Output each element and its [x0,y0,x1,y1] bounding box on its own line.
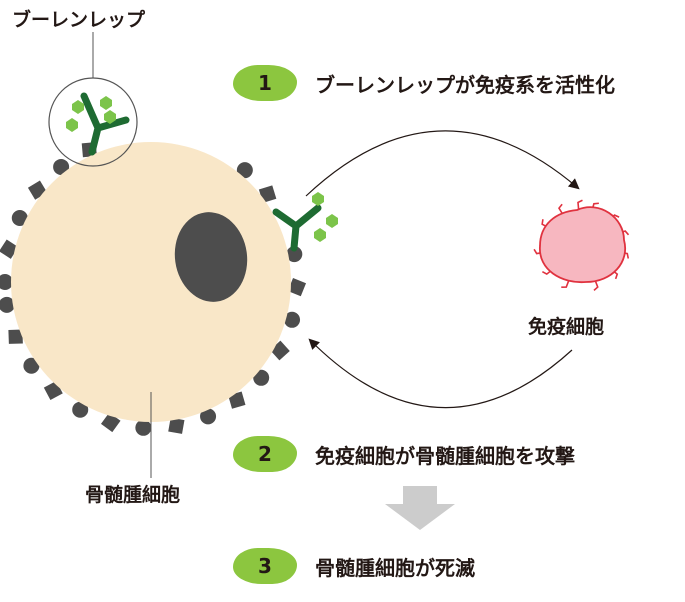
attack-arrow [308,338,573,409]
surface-marker [0,239,19,259]
step-3: 3 骨髄腫細胞が死滅 [233,548,475,584]
surface-marker [287,277,307,297]
antibody-drug-bound [272,192,338,252]
surface-marker [200,408,217,425]
antibody-drug-zoomed [66,92,130,156]
zoom-circle [48,77,138,167]
surface-marker [236,162,253,179]
surface-marker [168,417,185,434]
drug-payload-icon [66,96,116,132]
surface-marker [53,158,70,175]
myeloma-nucleus [174,212,248,302]
step-3-number-badge: 3 [233,548,297,584]
surface-marker [0,274,13,290]
immune-cell-label: 免疫細胞 [528,316,605,338]
surface-marker [253,369,270,386]
surface-marker [135,419,152,436]
step-2-text: 免疫細胞が骨髄腫細胞を攻撃 [315,443,575,468]
step-2-number-badge: 2 [233,436,297,472]
immune-cell [533,199,630,291]
bren-label: ブーレンレップ [12,9,146,31]
drug-payload-icon [312,192,338,242]
surface-marker [284,311,301,328]
surface-marker [286,246,303,263]
step-3-text: 骨髄腫細胞が死滅 [315,555,475,580]
myeloma-cell [11,142,291,422]
step-1-number-badge: 1 [233,65,297,101]
down-arrow-icon [385,486,455,530]
step-2: 2 免疫細胞が骨髄腫細胞を攻撃 [233,436,575,472]
activation-arrow [305,130,580,197]
step-1: 1 ブーレンレップが免疫系を活性化 [233,65,615,101]
myeloma-cell-label: 骨髄腫細胞 [85,484,181,506]
step-1-text: ブーレンレップが免疫系を活性化 [315,72,615,97]
surface-marker [11,209,28,226]
surface-marker [72,401,89,418]
surface-marker [23,357,40,374]
antibody-icon [80,92,130,156]
surface-marker [0,296,15,313]
antibody-icon [272,204,322,252]
surface-marker [8,329,23,344]
